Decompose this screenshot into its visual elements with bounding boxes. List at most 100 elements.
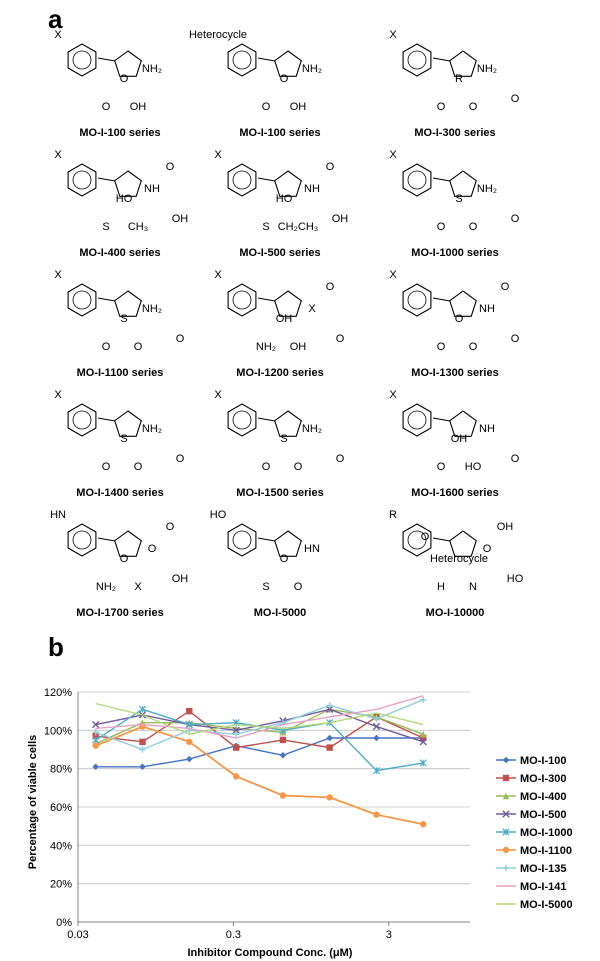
bond	[97, 417, 116, 422]
atom-label: O	[176, 333, 185, 345]
atom-label: O	[262, 461, 271, 473]
x-axis-label: Inhibitor Compound Conc. (μM)	[188, 947, 353, 959]
ring-aromatic	[227, 283, 257, 317]
series-MO-I-5000	[95, 702, 424, 735]
data-point	[502, 756, 510, 764]
atom-label: Heterocycle	[430, 553, 488, 565]
ring-aromatic	[227, 523, 257, 557]
atom-label: X	[389, 389, 397, 401]
atom-label: O	[336, 333, 345, 345]
ring-furanone	[274, 50, 302, 77]
atom-label: OH	[290, 101, 307, 113]
data-point	[279, 752, 287, 759]
data-point	[373, 715, 380, 723]
atom-label: O	[511, 333, 520, 345]
atom-label: NH	[144, 183, 160, 195]
atom-label: X	[54, 29, 62, 41]
ring-aromatic	[67, 163, 97, 197]
atom-label: HN	[50, 509, 66, 521]
ring-furanone	[114, 410, 142, 437]
bond	[432, 417, 451, 422]
atom-label: NH₂	[477, 63, 497, 75]
series-line	[95, 695, 424, 739]
atom-label: X	[214, 269, 222, 281]
data-point	[419, 738, 427, 746]
atom-label: X	[54, 269, 62, 281]
atom-label: OH	[290, 341, 307, 353]
data-point	[373, 811, 380, 818]
data-point	[92, 729, 99, 736]
atom-label: O	[483, 543, 492, 555]
legend-item: MO-I-141	[496, 881, 566, 893]
structure-caption: MO-I-1600 series	[411, 487, 498, 499]
data-point	[186, 707, 193, 715]
data-point	[326, 744, 333, 751]
ring-aromatic-inner	[407, 50, 427, 70]
legend-item: MO-I-500	[496, 809, 566, 821]
atom-label: O	[280, 73, 289, 85]
ring-aromatic	[402, 403, 432, 437]
series-MO-I-141	[95, 695, 424, 739]
ring-furanone	[114, 530, 142, 557]
atom-label: S	[120, 433, 127, 445]
series-line	[95, 737, 424, 768]
atom-label: HO	[210, 509, 227, 521]
atom-label: CH₂CH₃	[278, 221, 319, 233]
bond	[97, 57, 116, 62]
legend-item: MO-I-100	[496, 755, 566, 767]
atom-label: OH	[276, 313, 293, 325]
data-point	[185, 720, 193, 729]
data-point	[325, 705, 334, 713]
atom-label: O	[511, 93, 520, 105]
atom-label: NH₂	[142, 423, 162, 435]
structure-caption: MO-I-500 series	[239, 247, 320, 259]
ring-aromatic-inner	[72, 50, 92, 70]
ring-aromatic-inner	[72, 290, 92, 310]
y-tick-label: 100%	[44, 725, 72, 737]
data-point	[139, 738, 146, 746]
atom-label: OH	[172, 573, 189, 585]
y-tick-label: 80%	[50, 764, 72, 776]
atom-label: R	[455, 73, 463, 85]
structure-caption: MO-I-300 series	[414, 127, 495, 139]
ring-furanone	[449, 530, 477, 557]
panel-label-a: a	[48, 4, 63, 34]
series-line	[95, 699, 424, 751]
atom-label: S	[102, 221, 109, 233]
bond	[257, 417, 276, 422]
series-line	[95, 725, 424, 826]
atom-label: OH	[172, 213, 189, 225]
data-point	[139, 763, 146, 770]
atom-label: HO	[465, 461, 482, 473]
bond	[257, 537, 276, 542]
data-point	[92, 763, 99, 770]
structure-caption: MO-I-10000	[426, 607, 485, 619]
atom-label: O	[294, 461, 303, 473]
data-point	[232, 773, 240, 780]
structure-caption: MO-I-5000	[254, 607, 307, 619]
atom-label: NH₂	[142, 63, 162, 75]
ring-aromatic	[67, 283, 97, 317]
legend-label: MO-I-141	[520, 881, 566, 893]
atom-label: H	[437, 581, 445, 593]
ring-furanone	[114, 50, 142, 77]
ring-aromatic-inner	[407, 170, 427, 190]
atom-label: O	[469, 221, 478, 233]
legend-label: MO-I-100	[520, 755, 566, 767]
data-point	[326, 734, 333, 742]
atom-label: HN	[304, 543, 320, 555]
atom-label: X	[214, 389, 222, 401]
ring-furanone	[274, 530, 302, 557]
atom-label: O	[102, 461, 111, 473]
series-line	[95, 708, 424, 743]
data-point	[419, 759, 427, 767]
